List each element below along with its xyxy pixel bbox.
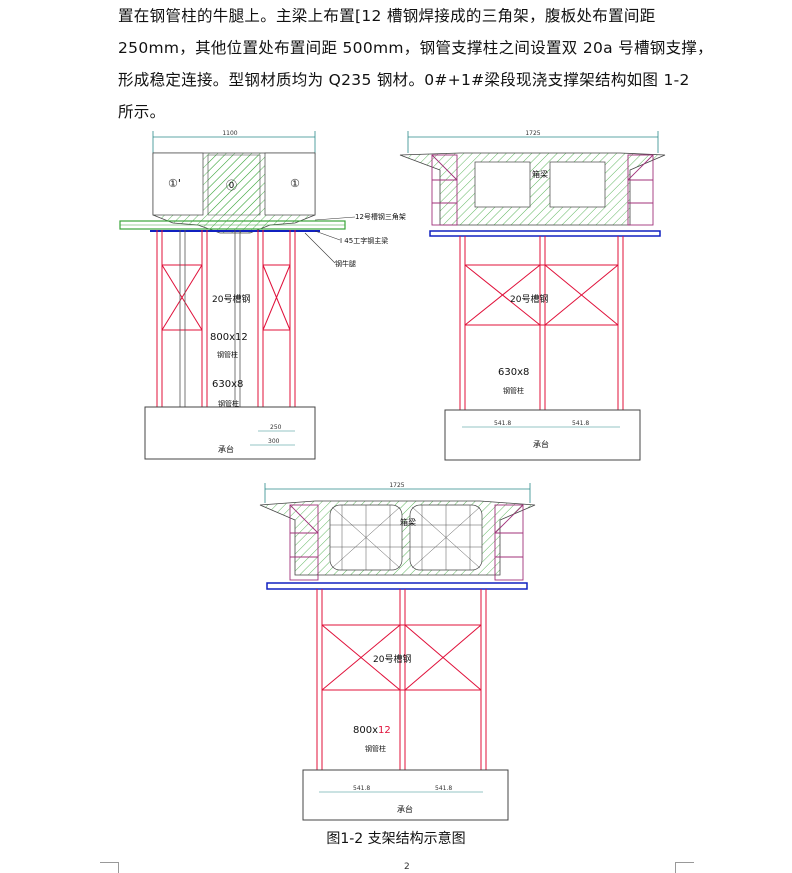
brace-label-bottom: 20号槽钢 xyxy=(373,653,411,665)
brace-label-left: 20号槽钢 xyxy=(212,293,250,305)
cell-mid-label: ⓪ xyxy=(226,179,237,192)
footing-label-bottom: 承台 xyxy=(397,804,413,814)
dim-bottom-a2: 541.8 xyxy=(353,785,370,792)
callout-main-beam: I 45工字钢主梁 xyxy=(340,236,388,245)
pipe-spec-left: 800x12 xyxy=(210,332,248,343)
page-number: 2 xyxy=(404,862,410,872)
pipe-spec-bottom: 800x12 xyxy=(353,725,391,736)
crop-mark-right xyxy=(675,862,694,873)
box-label-right: 箱梁 xyxy=(532,169,548,179)
figure-right-drawing: 1725 箱梁 20号槽钢 630x8 钢管柱 541.8 541.8 承台 xyxy=(399,130,666,461)
callout-triangle: 12号槽钢三角架 xyxy=(355,212,406,221)
cell-right-label: ① xyxy=(290,177,300,190)
paragraph-line: 置在钢管柱的牛腿上。主梁上布置[12 槽钢焊接成的三角架，腹板处布置间距 xyxy=(118,7,656,25)
figure-bottom-drawing: 1725 箱梁 20号槽钢 800x12 钢管柱 541.8 541.8 承台 xyxy=(259,482,536,821)
callout-bracket: 钢牛腿 xyxy=(335,259,356,268)
footing-label-right: 承台 xyxy=(533,439,549,449)
pipe-label-bottom: 钢管柱 xyxy=(365,744,386,753)
dim-top-left: 1100 xyxy=(222,130,237,137)
pipe-spec-bottom-red: 12 xyxy=(378,725,391,736)
footing-label-left: 承台 xyxy=(218,444,234,454)
pipe-spec-bottom-black: 800x xyxy=(353,725,378,736)
dim-top-right: 1725 xyxy=(525,130,540,137)
dim-top-bottom: 1725 xyxy=(389,482,404,489)
figure-left-drawing: 1100 ①' ⓪ ① 12号槽钢三角架 I 45工字钢主梁 钢牛腿 20号槽钢… xyxy=(119,130,406,460)
brace-label-right: 20号槽钢 xyxy=(510,293,548,305)
dim-right-a: 541.8 xyxy=(494,420,511,427)
dim-bottom-a: 250 xyxy=(270,424,282,431)
pipe-label-right: 钢管柱 xyxy=(503,386,524,395)
paragraph-line: 形成稳定连接。型钢材质均为 Q235 钢材。0#+1#梁段现浇支撑架结构如图 1… xyxy=(118,71,690,89)
dim-bottom-b2: 541.8 xyxy=(435,785,452,792)
box-label-bottom: 箱梁 xyxy=(400,517,416,527)
crop-mark-left xyxy=(100,862,119,873)
dim-bottom-b: 300 xyxy=(268,438,280,445)
pipe-label-left: 钢管柱 xyxy=(217,350,238,359)
cell-left-label: ①' xyxy=(168,177,181,190)
dim-right-b: 541.8 xyxy=(572,420,589,427)
pipe-spec-right: 630x8 xyxy=(498,367,529,378)
body-paragraph: 置在钢管柱的牛腿上。主梁上布置[12 槽钢焊接成的三角架，腹板处布置间距 250… xyxy=(118,0,713,128)
figure-caption: 图1-2 支架结构示意图 xyxy=(326,831,466,847)
paragraph-line: 250mm，其他位置处布置间距 500mm，钢管支撑柱之间设置双 20a 号槽钢… xyxy=(118,39,713,57)
pipe-label-inner: 钢管柱 xyxy=(218,399,239,408)
paragraph-line: 所示。 xyxy=(118,103,166,121)
pipe-spec-inner: 630x8 xyxy=(212,379,243,390)
